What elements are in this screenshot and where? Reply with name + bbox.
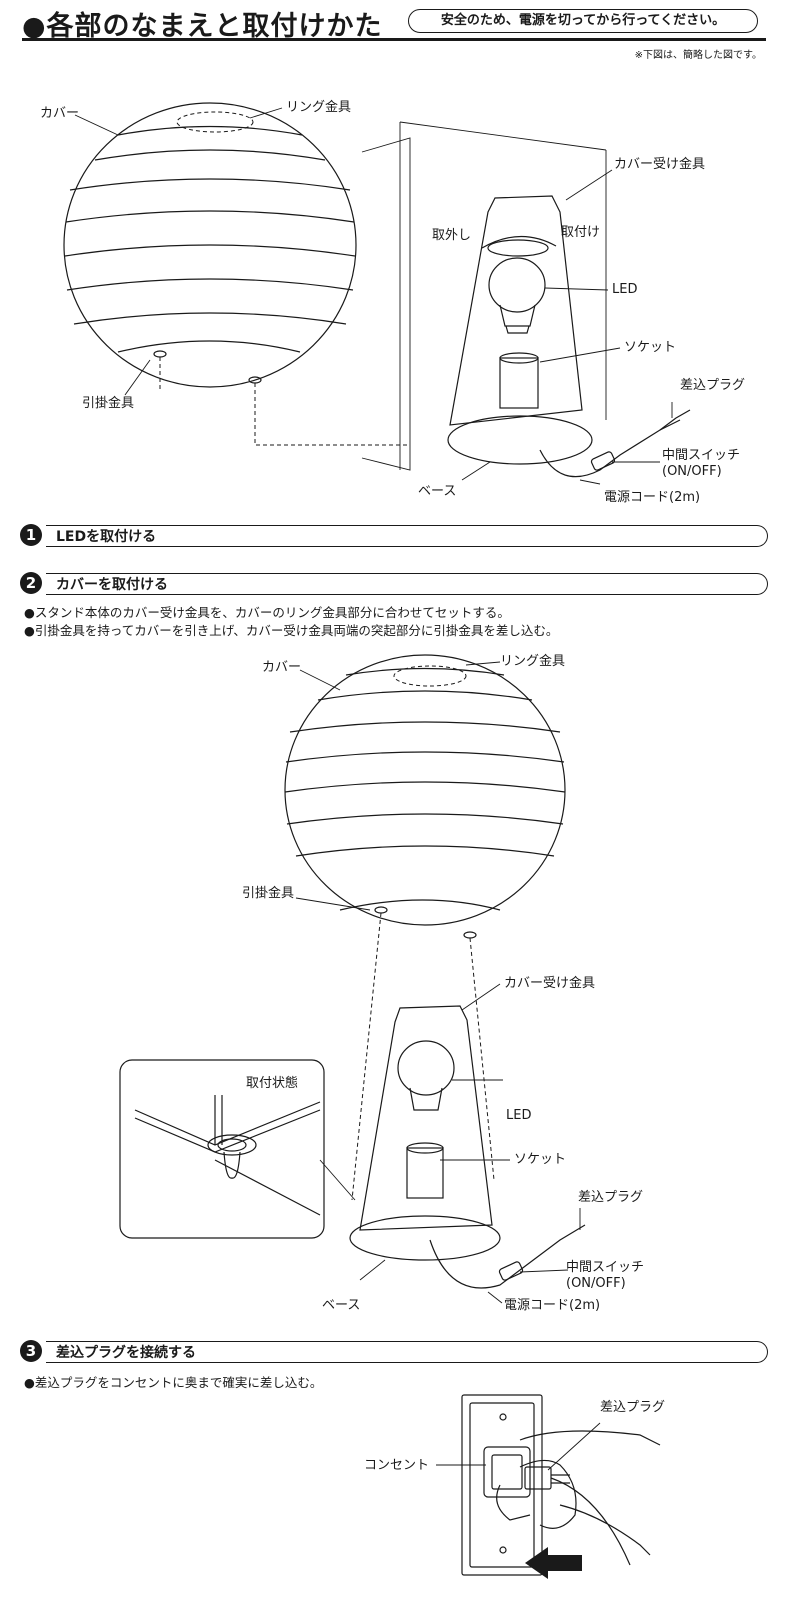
section-2-title: カバーを取付ける — [56, 577, 168, 593]
diagram-note: ※下図は、簡略した図です。 — [634, 50, 762, 61]
label-socket-2: ソケット — [514, 1152, 567, 1167]
section-3-header: 3 差込プラグを接続する — [20, 1340, 768, 1364]
label-cover-2: カバー — [262, 660, 302, 675]
label-socket: ソケット — [624, 340, 677, 355]
label-hook-2: 引掛金具 — [242, 886, 295, 901]
section-2-header: 2 カバーを取付ける — [20, 572, 768, 596]
label-cover-holder-2: カバー受け金具 — [504, 976, 596, 991]
label-base: ベース — [418, 484, 457, 499]
label-switch-sub-2: (ON/OFF) — [566, 1276, 626, 1291]
label-outlet: コンセント — [364, 1458, 430, 1473]
label-plug-2: 差込プラグ — [578, 1190, 644, 1205]
cover-attach-diagram — [119, 654, 586, 1304]
label-plug: 差込プラグ — [680, 378, 746, 393]
label-attach: 取付け — [561, 225, 601, 240]
section-3-bullet: ●差込プラグをコンセントに奥まで確実に差し込む。 — [24, 1375, 323, 1390]
label-ring-2: リング金具 — [500, 654, 566, 669]
label-hook: 引掛金具 — [82, 396, 135, 411]
label-switch-sub: (ON/OFF) — [662, 464, 722, 479]
label-attached-state: 取付状態 — [246, 1076, 299, 1091]
section-2-bullet-2: ●引掛金具を持ってカバーを引き上げ、カバー受け金具両端の突起部分に引掛金具を差し… — [24, 623, 559, 638]
label-led-2: LED — [506, 1108, 532, 1123]
label-cord: 電源コード(2m) — [604, 490, 701, 505]
section-3-title: 差込プラグを接続する — [56, 1345, 196, 1361]
label-base-2: ベース — [322, 1298, 361, 1313]
section-2-bullet-1: ●スタンド本体のカバー受け金具を、カバーのリング金具部分に合わせてセットする。 — [24, 605, 510, 620]
title-rule — [22, 38, 766, 41]
section-1-header: 1 LEDを取付ける — [20, 524, 768, 548]
label-cover-holder: カバー受け金具 — [614, 157, 706, 172]
safety-note: 安全のため、電源を切ってから行ってください。 — [408, 9, 758, 33]
label-cover: カバー — [40, 106, 80, 121]
label-led: LED — [612, 282, 638, 297]
page-title: ●各部のなまえと取付けかた — [22, 11, 383, 42]
label-switch: 中間スイッチ — [662, 448, 741, 463]
section-2-number: 2 — [20, 572, 42, 594]
section-3-number: 3 — [20, 1340, 42, 1362]
label-plug-3: 差込プラグ — [600, 1400, 666, 1415]
label-ring: リング金具 — [286, 100, 352, 115]
label-switch-2: 中間スイッチ — [566, 1260, 645, 1275]
section-1-title: LEDを取付ける — [56, 529, 157, 545]
plug-connect-diagram — [436, 1394, 661, 1579]
parts-diagram — [63, 102, 691, 485]
label-remove: 取外し — [432, 228, 472, 243]
label-cord-2: 電源コード(2m) — [504, 1298, 601, 1313]
section-1-number: 1 — [20, 524, 42, 546]
